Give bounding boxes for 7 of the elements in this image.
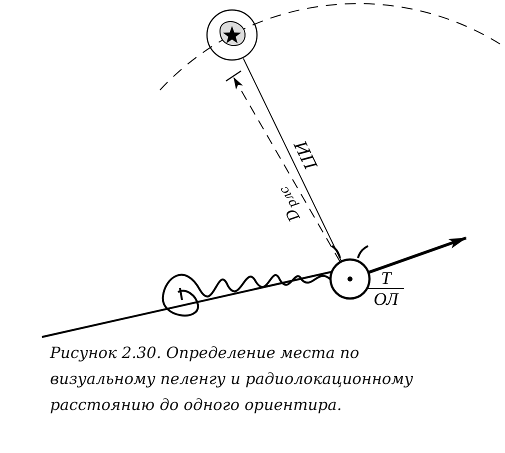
bearing-line [242,58,342,262]
course-arrow [368,236,467,274]
course-label: ОЛ [374,289,398,309]
course-label: T [380,268,391,288]
distance-arrow [234,77,340,262]
arc-tick [226,70,242,82]
caption: Рисунок 2.30. Определение места по визуальному пеленгу и радиолокационному расстоянию до одного ориентира. [50,343,414,416]
